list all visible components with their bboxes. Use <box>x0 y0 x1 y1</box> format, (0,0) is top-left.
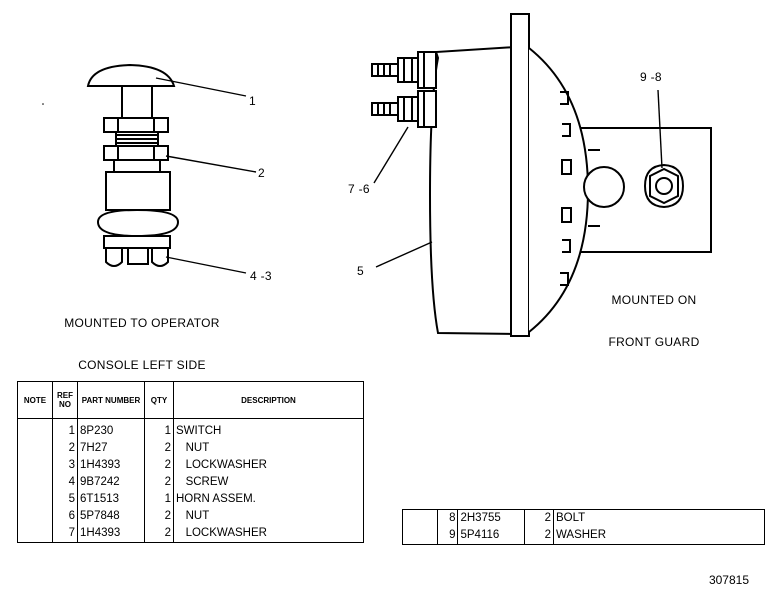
caption-left: MOUNTED TO OPERATOR CONSOLE LEFT SIDE <box>52 288 232 386</box>
desc-cell: HORN ASSEM. <box>176 493 256 505</box>
qty-cell: 2 <box>524 527 554 545</box>
table-row: 2 7H27 2 NUT <box>17 440 364 457</box>
callout-9-8: 9 -8 <box>640 70 662 84</box>
table-row: 1 8P230 1 SWITCH <box>17 418 364 440</box>
qty-cell: 1 <box>144 418 174 440</box>
caption-left-line1: MOUNTED TO OPERATOR <box>64 316 220 330</box>
header-part-number: PART NUMBER <box>77 381 145 419</box>
table-row: 3 1H4393 2 LOCKWASHER <box>17 457 364 474</box>
table-header-row: NOTE REF NO PART NUMBER QTY DESCRIPTION <box>17 381 364 419</box>
part-cell: 5P4116 <box>457 527 526 545</box>
ref-cell: 5 <box>52 491 78 508</box>
header-ref-no: REF NO <box>52 381 78 419</box>
ref-cell: 3 <box>52 457 78 474</box>
ref-cell: 8 <box>437 509 459 527</box>
callout-5: 5 <box>357 264 364 278</box>
part-cell: 7H27 <box>77 440 145 457</box>
note-cell <box>17 525 53 543</box>
table-row: 4 9B7242 2 SCREW <box>17 474 364 491</box>
ref-cell: 6 <box>52 508 78 525</box>
qty-cell: 2 <box>524 509 554 527</box>
part-cell: 1H4393 <box>77 457 145 474</box>
note-cell <box>17 440 53 457</box>
part-cell: 8P230 <box>77 418 145 440</box>
desc-cell: WASHER <box>555 529 607 541</box>
table-row: 8 2H3755 2 BOLT <box>402 509 765 527</box>
note-cell <box>17 474 53 491</box>
parts-table: NOTE REF NO PART NUMBER QTY DESCRIPTION … <box>17 381 364 543</box>
note-cell <box>17 508 53 525</box>
part-cell: 9B7242 <box>77 474 145 491</box>
qty-cell: 2 <box>144 474 174 491</box>
note-cell <box>17 418 53 440</box>
callout-7-6: 7 -6 <box>348 182 370 196</box>
ref-cell: 2 <box>52 440 78 457</box>
part-cell: 6T1513 <box>77 491 145 508</box>
figure-number: 307815 <box>708 573 749 587</box>
switch-illustration <box>86 63 180 267</box>
desc-cell: BOLT <box>555 512 586 524</box>
ref-cell: 4 <box>52 474 78 491</box>
part-cell: 1H4393 <box>77 525 145 543</box>
desc-cell: NUT <box>176 510 210 522</box>
qty-cell: 2 <box>144 525 174 543</box>
header-description: DESCRIPTION <box>173 381 364 419</box>
table-row: 5 6T1513 1 HORN ASSEM. <box>17 491 364 508</box>
caption-left-line2: CONSOLE LEFT SIDE <box>78 358 206 372</box>
desc-cell: LOCKWASHER <box>176 527 267 539</box>
desc-cell: NUT <box>176 442 210 454</box>
qty-cell: 1 <box>144 491 174 508</box>
part-cell: 5P7848 <box>77 508 145 525</box>
table-row: 6 5P7848 2 NUT <box>17 508 364 525</box>
note-cell <box>402 509 438 527</box>
table-row: 7 1H4393 2 LOCKWASHER <box>17 525 364 543</box>
dot-mark <box>42 103 44 105</box>
desc-cell: SWITCH <box>176 425 222 437</box>
caption-right: MOUNTED ON FRONT GUARD <box>594 265 714 363</box>
qty-cell: 2 <box>144 440 174 457</box>
note-cell <box>17 491 53 508</box>
note-cell <box>17 457 53 474</box>
ref-cell: 1 <box>52 418 78 440</box>
desc-cell: LOCKWASHER <box>176 459 267 471</box>
table-row: 9 5P4116 2 WASHER <box>402 527 765 545</box>
note-cell <box>402 527 438 545</box>
header-qty: QTY <box>144 381 174 419</box>
callout-1: 1 <box>249 94 256 108</box>
header-note: NOTE <box>17 381 53 419</box>
ref-cell: 7 <box>52 525 78 543</box>
desc-cell: SCREW <box>176 476 229 488</box>
horn-illustration <box>371 13 712 337</box>
ref-cell: 9 <box>437 527 459 545</box>
part-cell: 2H3755 <box>457 509 526 527</box>
qty-cell: 2 <box>144 457 174 474</box>
caption-right-line1: MOUNTED ON <box>611 293 697 307</box>
callout-4-3: 4 -3 <box>250 269 272 283</box>
parts-table-continued: 8 2H3755 2 BOLT 9 5P4116 2 WASHER <box>402 509 765 545</box>
qty-cell: 2 <box>144 508 174 525</box>
caption-right-line2: FRONT GUARD <box>608 335 700 349</box>
callout-2: 2 <box>258 166 265 180</box>
leader-lines <box>155 77 663 274</box>
